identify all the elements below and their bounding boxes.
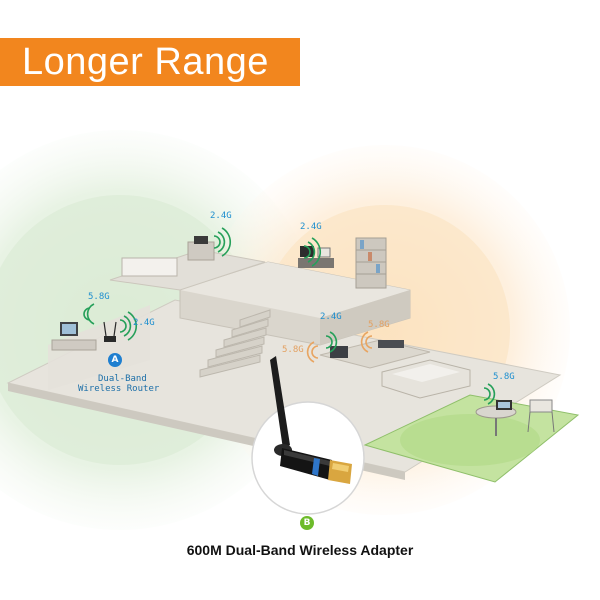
band-label-bedroom: 2.4G xyxy=(210,211,232,221)
bed xyxy=(121,257,178,277)
router-label-line1: Dual-Band xyxy=(98,374,147,384)
upper-floor-top xyxy=(180,262,410,318)
router-room xyxy=(51,321,117,351)
left-room-wall xyxy=(48,305,150,390)
usb-adapter-product xyxy=(251,356,365,515)
upper-floor-front xyxy=(320,290,410,345)
band-label-router-24g: 2.4G xyxy=(133,318,155,328)
wifi-signal-icons xyxy=(83,227,496,405)
living-room xyxy=(319,339,471,399)
band-label-garden-5g: 5.8G xyxy=(493,372,515,382)
band-label-living-5g-right: 5.8G xyxy=(368,320,390,330)
router-label: Dual-Band Wireless Router xyxy=(78,374,168,394)
band-label-living-24g: 2.4G xyxy=(320,312,342,322)
band-label-upper-office: 2.4G xyxy=(300,222,322,232)
garden-furniture xyxy=(475,399,555,436)
headline-banner: Longer Range xyxy=(0,38,300,86)
band-label-living-5g-left: 5.8G xyxy=(282,345,304,355)
band-label-router-5g: 5.8G xyxy=(88,292,110,302)
router-label-line2: Wireless Router xyxy=(78,384,160,394)
bedroom-cabinet xyxy=(187,241,215,261)
headline-title: Longer Range xyxy=(22,40,269,83)
bedroom-tv xyxy=(194,236,208,244)
garden-lawn-patch xyxy=(400,414,540,466)
adapter-badge: B xyxy=(300,516,314,530)
product-caption: 600M Dual-Band Wireless Adapter xyxy=(186,542,414,558)
router-badge: A xyxy=(108,353,122,367)
staircase xyxy=(199,309,271,378)
